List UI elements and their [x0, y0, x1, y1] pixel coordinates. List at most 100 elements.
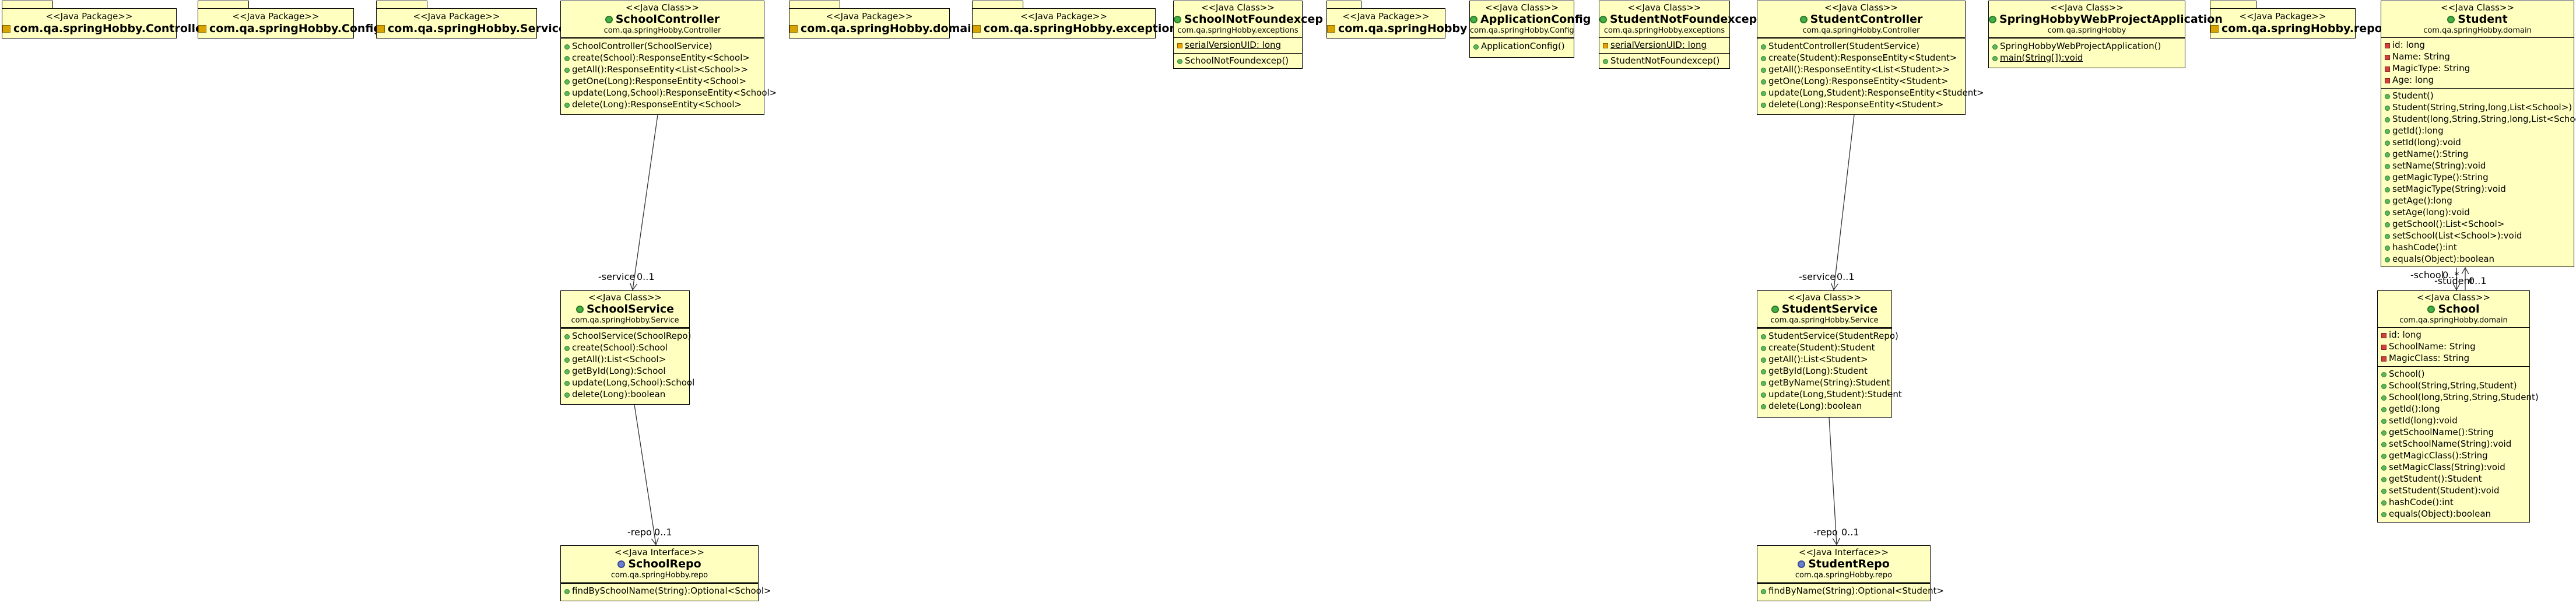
method-item[interactable]: equals(Object):boolean — [2378, 508, 2529, 520]
method-item[interactable]: getStudent():Student — [2378, 473, 2529, 485]
method-item[interactable]: getSchool():List<School> — [2381, 218, 2574, 230]
method-item[interactable]: main(String[]):void — [1989, 52, 2185, 64]
method-item[interactable]: getAll():ResponseEntity<List<Student>> — [1757, 64, 1965, 75]
method-item[interactable]: create(Student):Student — [1757, 342, 1891, 353]
class-student-service[interactable]: <<Java Class>> StudentService com.qa.spr… — [1757, 290, 1902, 418]
package-stereotype: <<Java Package>> — [232, 11, 320, 22]
class-school-not-found[interactable]: <<Java Class>> SchoolNotFoundexcep com.q… — [1173, 1, 1323, 69]
method-item[interactable]: delete(Long):ResponseEntity<School> — [561, 99, 764, 110]
method-item[interactable]: setMagicType(String):void — [2381, 183, 2574, 195]
association-student-service-repo[interactable] — [1829, 417, 1840, 546]
class-package: com.qa.springHobby.Config — [1470, 26, 1574, 35]
method-item[interactable]: getSchoolName():String — [2378, 426, 2529, 438]
class-web-application[interactable]: <<Java Class>> SpringHobbyWebProjectAppl… — [1988, 1, 2223, 68]
method-item[interactable]: SpringHobbyWebProjectApplication() — [1989, 40, 2185, 52]
method-item[interactable]: School(long,String,String,Student) — [2378, 391, 2539, 403]
class-student-controller[interactable]: <<Java Class>> StudentController com.qa.… — [1757, 1, 1984, 115]
field-item[interactable]: MagicClass: String — [2378, 352, 2529, 364]
method-item[interactable]: getId():long — [2378, 403, 2529, 415]
package-root[interactable]: <<Java Package>> com.qa.springHobby — [1326, 1, 1467, 39]
class-school-service[interactable]: <<Java Class>> SchoolService com.qa.spri… — [560, 290, 694, 405]
interface-student-repo[interactable]: <<Java Interface>> StudentRepo com.qa.sp… — [1757, 545, 1944, 601]
method-item[interactable]: StudentNotFoundexcep() — [1599, 55, 1729, 66]
method-item[interactable]: create(School):ResponseEntity<School> — [561, 52, 764, 64]
method-item[interactable]: Student() — [2381, 90, 2574, 101]
method-item[interactable]: getAll():ResponseEntity<List<School>> — [561, 64, 764, 75]
method-item[interactable]: setSchool(List<School>):void — [2381, 230, 2574, 241]
field-item[interactable]: SchoolName: String — [2378, 341, 2529, 352]
method-item[interactable]: setStudent(Student):void — [2378, 485, 2529, 496]
method-item[interactable]: getOne(Long):ResponseEntity<Student> — [1757, 75, 1965, 87]
class-school-controller[interactable]: <<Java Class>> SchoolController com.qa.s… — [560, 1, 777, 115]
package-config[interactable]: <<Java Package>> com.qa.springHobby.Conf… — [198, 1, 381, 39]
method-item[interactable]: getAll():List<Student> — [1757, 353, 1891, 365]
method-item[interactable]: delete(Long):ResponseEntity<Student> — [1757, 99, 1965, 110]
fields-list: serialVersionUID: long — [1599, 38, 1729, 52]
method-item[interactable]: create(Student):ResponseEntity<Student> — [1757, 52, 1965, 64]
field-item[interactable]: MagicType: String — [2381, 62, 2574, 74]
field-item[interactable]: Name: String — [2381, 51, 2574, 62]
method-item[interactable]: findBySchoolName(String):Optional<School… — [561, 585, 771, 597]
method-item[interactable]: hashCode():int — [2381, 241, 2574, 253]
method-item[interactable]: SchoolController(SchoolService) — [561, 40, 764, 52]
method-item[interactable]: getOne(Long):ResponseEntity<School> — [561, 75, 764, 87]
class-icon — [1174, 16, 1181, 23]
method-item[interactable]: findByName(String):Optional<Student> — [1757, 585, 1944, 597]
association-school-service-repo[interactable] — [634, 404, 659, 546]
class-package: com.qa.springHobby.repo — [610, 571, 708, 580]
field-item[interactable]: id: long — [2378, 329, 2529, 341]
method-item[interactable]: Student(long,String,String,long,List<Sch… — [2381, 113, 2576, 125]
method-item[interactable]: getById(Long):Student — [1757, 365, 1891, 377]
method-item[interactable]: getAge():long — [2381, 195, 2574, 206]
method-item[interactable]: getName():String — [2381, 148, 2574, 160]
package-service[interactable]: <<Java Package>> com.qa.springHobby.Serv… — [376, 1, 566, 39]
method-item[interactable]: setId(long):void — [2378, 415, 2529, 426]
class-student[interactable]: <<Java Class>> Student com.qa.springHobb… — [2381, 1, 2576, 267]
method-item[interactable]: getAll():List<School> — [561, 353, 689, 365]
class-student-not-found[interactable]: <<Java Class>> StudentNotFoundexcep com.… — [1599, 1, 1757, 69]
method-item[interactable]: update(Long,School):School — [561, 377, 694, 388]
method-item[interactable]: SchoolNotFoundexcep() — [1174, 55, 1302, 66]
method-item[interactable]: delete(Long):boolean — [561, 388, 689, 400]
method-item[interactable]: StudentController(StudentService) — [1757, 40, 1965, 52]
method-item[interactable]: setAge(long):void — [2381, 206, 2574, 218]
method-item[interactable]: School() — [2378, 368, 2529, 380]
method-item[interactable]: create(School):School — [561, 342, 689, 353]
method-item[interactable]: SchoolService(SchoolRepo) — [561, 330, 691, 342]
method-item[interactable]: getMagicType():String — [2381, 171, 2574, 183]
association-student-controller-service[interactable] — [1830, 114, 1855, 291]
package-controller[interactable]: <<Java Package>> com.qa.springHobby.Cont… — [2, 1, 208, 39]
method-item[interactable]: getId():long — [2381, 125, 2574, 136]
method-item[interactable]: StudentService(StudentRepo) — [1757, 330, 1898, 342]
class-stereotype: <<Java Class>> — [1824, 2, 1898, 13]
class-school[interactable]: <<Java Class>> School com.qa.springHobby… — [2377, 290, 2539, 523]
class-application-config[interactable]: <<Java Class>> ApplicationConfig com.qa.… — [1469, 1, 1591, 58]
package-repo[interactable]: <<Java Package>> com.qa.springHobby.repo — [2210, 1, 2382, 39]
method-item[interactable]: getById(Long):School — [561, 365, 689, 377]
interface-school-repo[interactable]: <<Java Interface>> SchoolRepo com.qa.spr… — [560, 545, 771, 601]
field-item[interactable]: Age: long — [2381, 74, 2574, 86]
method-item[interactable]: setName(String):void — [2381, 160, 2574, 171]
method-item[interactable]: setSchoolName(String):void — [2378, 438, 2529, 450]
method-item[interactable]: getMagicClass():String — [2378, 450, 2529, 461]
method-item[interactable]: update(Long,School):ResponseEntity<Schoo… — [561, 87, 777, 99]
method-item[interactable]: ApplicationConfig() — [1470, 40, 1574, 52]
package-icon — [2210, 25, 2219, 33]
field-item[interactable]: id: long — [2381, 39, 2574, 51]
method-item[interactable]: delete(Long):boolean — [1757, 400, 1891, 412]
association-school-controller-service[interactable] — [630, 114, 658, 291]
method-item[interactable]: update(Long,Student):ResponseEntity<Stud… — [1757, 87, 1984, 99]
package-domain[interactable]: <<Java Package>> com.qa.springHobby.doma… — [789, 1, 979, 39]
method-item[interactable]: Student(String,String,long,List<School>) — [2381, 101, 2574, 113]
package-exceptions[interactable]: <<Java Package>> com.qa.springHobby.exce… — [972, 1, 1184, 39]
method-item[interactable]: hashCode():int — [2378, 496, 2529, 508]
method-item[interactable]: setId(long):void — [2381, 136, 2574, 148]
method-item[interactable]: setMagicClass(String):void — [2378, 461, 2529, 473]
field-item[interactable]: serialVersionUID: long — [1599, 39, 1729, 51]
field-item[interactable]: serialVersionUID: long — [1174, 39, 1302, 51]
method-item[interactable]: equals(Object):boolean — [2381, 253, 2574, 265]
method-item[interactable]: update(Long,Student):Student — [1757, 388, 1902, 400]
method-item[interactable]: getByName(String):Student — [1757, 377, 1891, 388]
method-item[interactable]: School(String,String,Student) — [2378, 380, 2529, 391]
public-method-icon — [564, 79, 570, 85]
